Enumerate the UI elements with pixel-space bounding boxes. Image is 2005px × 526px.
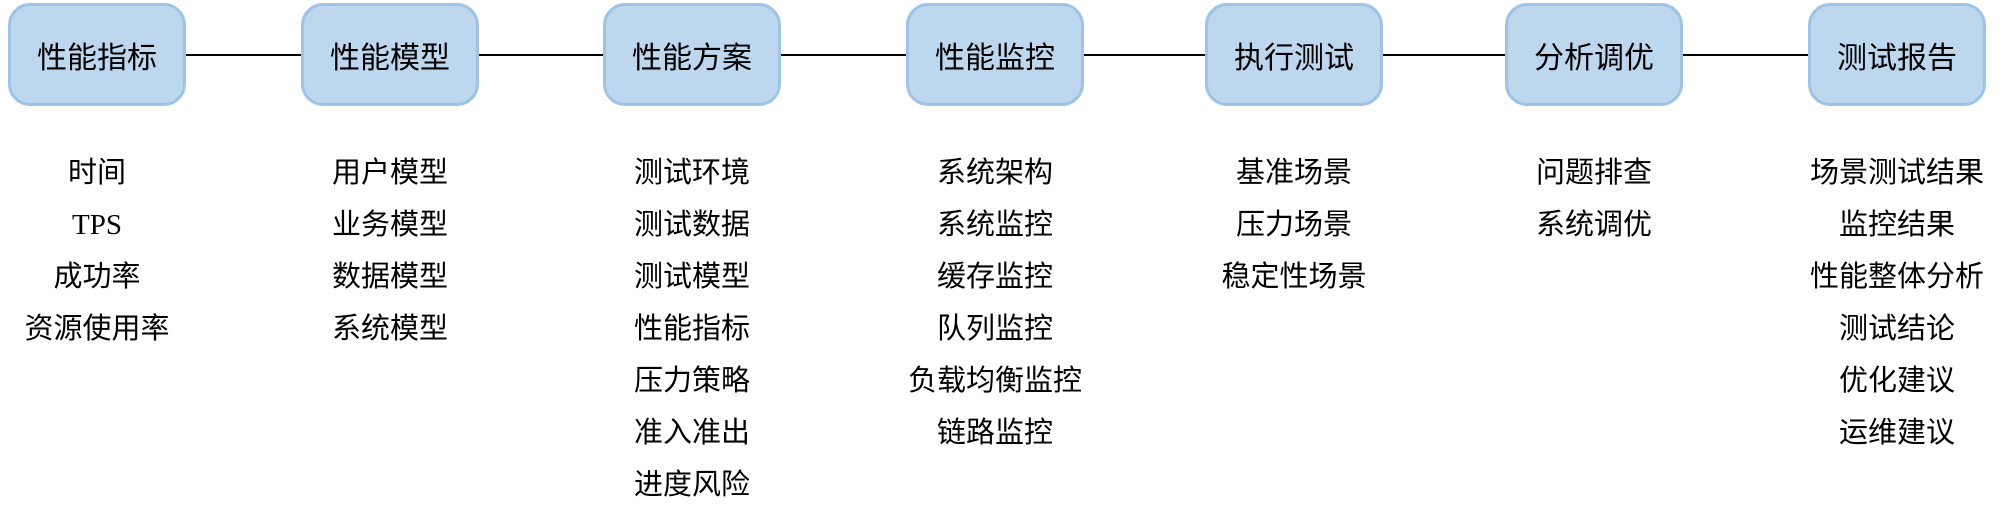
stage-item: 系统模型 <box>331 313 448 345</box>
stage-label: 测试报告 <box>1837 41 1957 75</box>
stage-item: 系统调优 <box>1535 209 1652 241</box>
stage-item: 业务模型 <box>331 209 448 241</box>
stage-column-test-report: 测试报告 场景测试结果 监控结果 性能整体分析 测试结论 优化建议 运维建议 <box>1775 0 2005 449</box>
stage-item: 测试环境 <box>633 157 750 189</box>
stage-label: 性能指标 <box>37 41 157 75</box>
stage-item: 测试模型 <box>633 261 750 293</box>
stage-item: 用户模型 <box>331 157 448 189</box>
stage-item: 运维建议 <box>1838 417 1955 449</box>
stage-item: 基准场景 <box>1235 157 1352 189</box>
stage-column-performance-model: 性能模型 用户模型 业务模型 数据模型 系统模型 <box>268 0 512 345</box>
stage-item: 资源使用率 <box>24 313 170 345</box>
stage-label: 分析调优 <box>1534 41 1654 75</box>
stage-column-test-execution: 执行测试 基准场景 压力场景 稳定性场景 <box>1172 0 1416 293</box>
stage-item: 监控结果 <box>1838 209 1955 241</box>
stage-item: 系统架构 <box>936 157 1053 189</box>
stage-item: 压力场景 <box>1235 209 1352 241</box>
stage-item: 性能整体分析 <box>1809 261 1984 293</box>
stage-item: 测试数据 <box>633 209 750 241</box>
stage-item-list: 问题排查 系统调优 <box>1472 147 1716 251</box>
stage-column-analysis-tuning: 分析调优 问题排查 系统调优 <box>1472 0 1716 241</box>
stage-box-performance-model: 性能模型 <box>301 3 479 106</box>
stage-item: 进度风险 <box>633 469 750 501</box>
stage-item-list: 场景测试结果 监控结果 性能整体分析 测试结论 优化建议 运维建议 <box>1775 147 2005 459</box>
stage-item: 优化建议 <box>1838 365 1955 397</box>
stage-box-test-execution: 执行测试 <box>1205 3 1383 106</box>
stage-item: 时间 <box>67 157 126 189</box>
stage-column-performance-plan: 性能方案 测试环境 测试数据 测试模型 性能指标 压力策略 准入准出 进度风险 <box>570 0 814 501</box>
stage-box-analysis-tuning: 分析调优 <box>1505 3 1683 106</box>
stage-item: 数据模型 <box>331 261 448 293</box>
stage-item: 链路监控 <box>936 417 1053 449</box>
stage-item: 缓存监控 <box>936 261 1053 293</box>
stage-item: 压力策略 <box>633 365 750 397</box>
stage-item: 问题排查 <box>1535 157 1652 189</box>
stage-item: 稳定性场景 <box>1221 261 1367 293</box>
stage-column-performance-metrics: 性能指标 时间 TPS 成功率 资源使用率 <box>0 0 219 345</box>
stage-item: 负载均衡监控 <box>907 365 1082 397</box>
stage-item: TPS <box>72 209 122 241</box>
stage-box-performance-monitoring: 性能监控 <box>906 3 1084 106</box>
stage-label: 性能模型 <box>330 41 450 75</box>
stage-item: 成功率 <box>53 261 141 293</box>
stage-item-list: 用户模型 业务模型 数据模型 系统模型 <box>268 147 512 355</box>
stage-item-list: 系统架构 系统监控 缓存监控 队列监控 负载均衡监控 链路监控 <box>873 147 1117 459</box>
stage-item: 场景测试结果 <box>1809 157 1984 189</box>
stage-item-list: 测试环境 测试数据 测试模型 性能指标 压力策略 准入准出 进度风险 <box>570 147 814 511</box>
stage-item: 准入准出 <box>633 417 750 449</box>
stage-item-list: 时间 TPS 成功率 资源使用率 <box>0 147 219 355</box>
stage-label: 性能监控 <box>935 41 1055 75</box>
stage-item: 性能指标 <box>633 313 750 345</box>
stage-box-performance-metrics: 性能指标 <box>8 3 186 106</box>
stage-item-list: 基准场景 压力场景 稳定性场景 <box>1172 147 1416 303</box>
stage-item: 系统监控 <box>936 209 1053 241</box>
stage-label: 执行测试 <box>1234 41 1354 75</box>
stage-column-performance-monitoring: 性能监控 系统架构 系统监控 缓存监控 队列监控 负载均衡监控 链路监控 <box>873 0 1117 449</box>
stage-label: 性能方案 <box>632 41 752 75</box>
stage-box-performance-plan: 性能方案 <box>603 3 781 106</box>
stage-item: 测试结论 <box>1838 313 1955 345</box>
stage-item: 队列监控 <box>936 313 1053 345</box>
stage-box-test-report: 测试报告 <box>1808 3 1986 106</box>
